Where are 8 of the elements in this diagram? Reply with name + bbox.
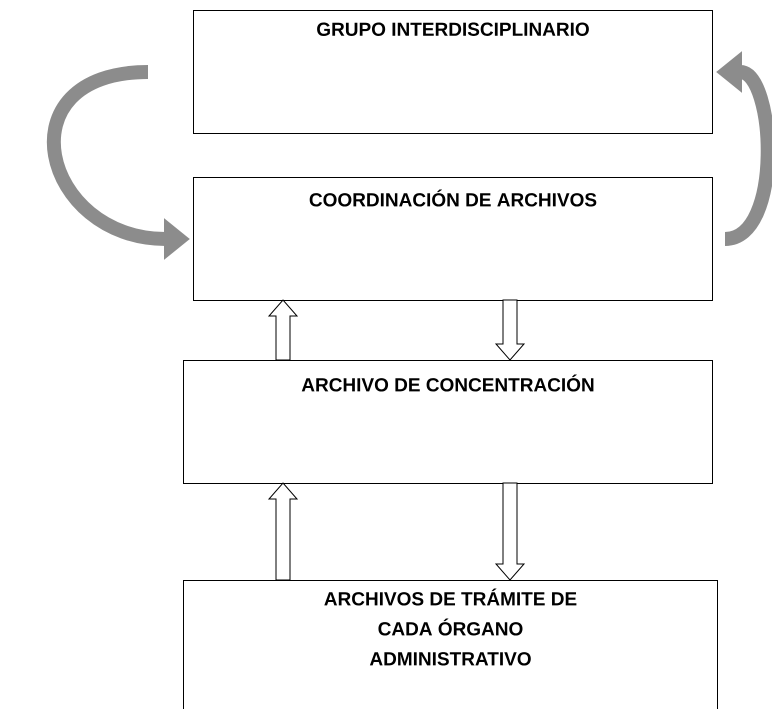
block-arrow [494,300,526,361]
process-box: ARCHIVO DE CONCENTRACIÓN [183,360,713,484]
process-box: ARCHIVOS DE TRÁMITE DE CADA ÓRGANO ADMINISTRATIVO [183,580,718,709]
block-arrow [494,482,526,581]
block-arrow [268,482,298,580]
process-box: GRUPO INTERDISCIPLINARIO [193,10,713,134]
process-box: COORDINACIÓN DE ARCHIVOS [193,177,713,301]
block-arrow [268,299,298,360]
